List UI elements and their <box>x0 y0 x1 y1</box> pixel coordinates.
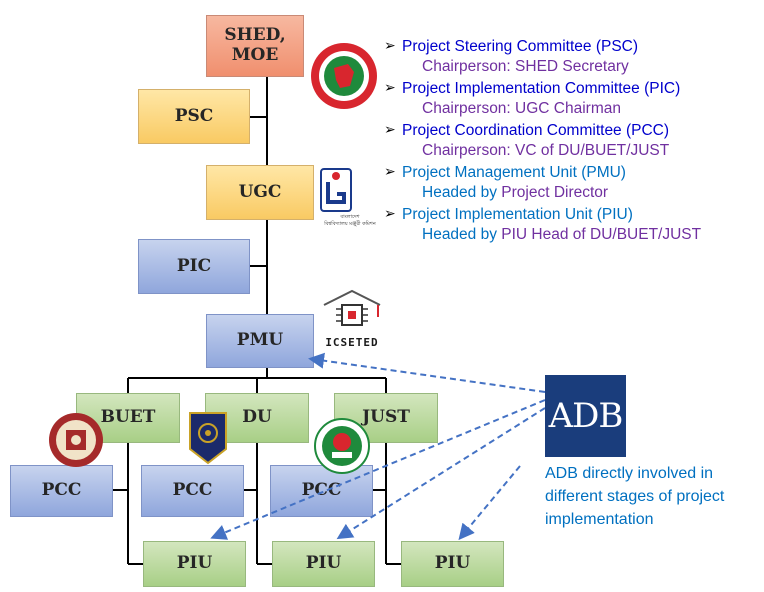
bangladesh-government-seal-icon <box>311 43 377 109</box>
adb-arrow-to-pmu <box>308 352 546 393</box>
ugc-logo-caption-line1: বাংলাদেশ <box>340 214 360 220</box>
legend-head: Project Coordination Committee (PCC) <box>402 122 670 139</box>
piu-box-du: PIU <box>272 541 375 587</box>
pmu-box: PMU <box>206 314 314 368</box>
legend-head: Project Management Unit (PMU) <box>402 164 626 181</box>
legend-item-pcc: ➢ Project Coordination Committee (PCC) C… <box>384 121 762 161</box>
legend-sub-prefix: Headed by <box>422 226 502 243</box>
du-seal-icon <box>189 412 227 465</box>
pcc-box-buet: PCC <box>10 465 113 517</box>
buet-seal-icon <box>49 413 103 467</box>
adb-logo: ADB <box>545 375 626 457</box>
legend-sub: Headed by PIU Head of DU/BUET/JUST <box>402 225 762 245</box>
shed-moe-box: SHED, MOE <box>206 15 304 77</box>
legend-sub: Chairperson: UGC Chairman <box>422 100 621 117</box>
pic-box: PIC <box>138 239 250 294</box>
bullet-arrow-icon: ➢ <box>384 205 396 221</box>
just-seal-icon <box>314 418 370 474</box>
legend-sub-value: Project Director <box>501 184 609 201</box>
bullet-arrow-icon: ➢ <box>384 79 396 95</box>
psc-box: PSC <box>138 89 250 144</box>
legend-item-psc: ➢ Project Steering Committee (PSC) Chair… <box>384 37 762 77</box>
ugc-logo-caption: বাংলাদেশ বিশ্ববিদ্যালয় মঞ্জুরী কমিশন <box>300 214 400 228</box>
adb-arrow-to-piu-buet <box>210 399 546 540</box>
bullet-arrow-icon: ➢ <box>384 121 396 137</box>
legend-item-pic: ➢ Project Implementation Committee (PIC)… <box>384 79 762 119</box>
legend-sub-prefix: Headed by <box>422 184 502 201</box>
pcc-box-du: PCC <box>141 465 244 517</box>
bullet-arrow-icon: ➢ <box>384 37 396 53</box>
just-box: JUST <box>334 393 438 443</box>
legend-item-pmu: ➢ Project Management Unit (PMU) Headed b… <box>384 163 762 203</box>
bullet-arrow-icon: ➢ <box>384 163 396 179</box>
legend-sub: Chairperson: VC of DU/BUET/JUST <box>422 142 670 159</box>
adb-involvement-note: ADB directly involved in different stage… <box>545 465 725 528</box>
adb-arrow-to-piu-just <box>458 465 521 541</box>
legend-sub-value: PIU Head of DU/BUET/JUST <box>501 226 702 243</box>
legend-head: Project Implementation Committee (PIC) <box>402 80 681 97</box>
adb-arrow-to-piu-du <box>336 407 546 540</box>
icseted-label: ICSETED <box>325 336 379 349</box>
ugc-logo-caption-line2: বিশ্ববিদ্যালয় মঞ্জুরী কমিশন <box>324 221 376 227</box>
ugc-logo-icon <box>320 168 352 212</box>
pcc-box-just: PCC <box>270 465 373 517</box>
legend-item-piu: ➢ Project Implementation Unit (PIU) Head… <box>384 205 762 245</box>
legend-sub: Headed by Project Director <box>402 183 762 203</box>
legend-head: Project Steering Committee (PSC) <box>402 38 639 55</box>
legend-sub: Chairperson: SHED Secretary <box>422 58 629 75</box>
piu-box-buet: PIU <box>143 541 246 587</box>
piu-box-just: PIU <box>401 541 504 587</box>
ugc-box: UGC <box>206 165 314 220</box>
legend-head: Project Implementation Unit (PIU) <box>402 206 633 223</box>
committee-legend: ➢ Project Steering Committee (PSC) Chair… <box>384 37 762 247</box>
icseted-chip-icon <box>323 289 381 326</box>
